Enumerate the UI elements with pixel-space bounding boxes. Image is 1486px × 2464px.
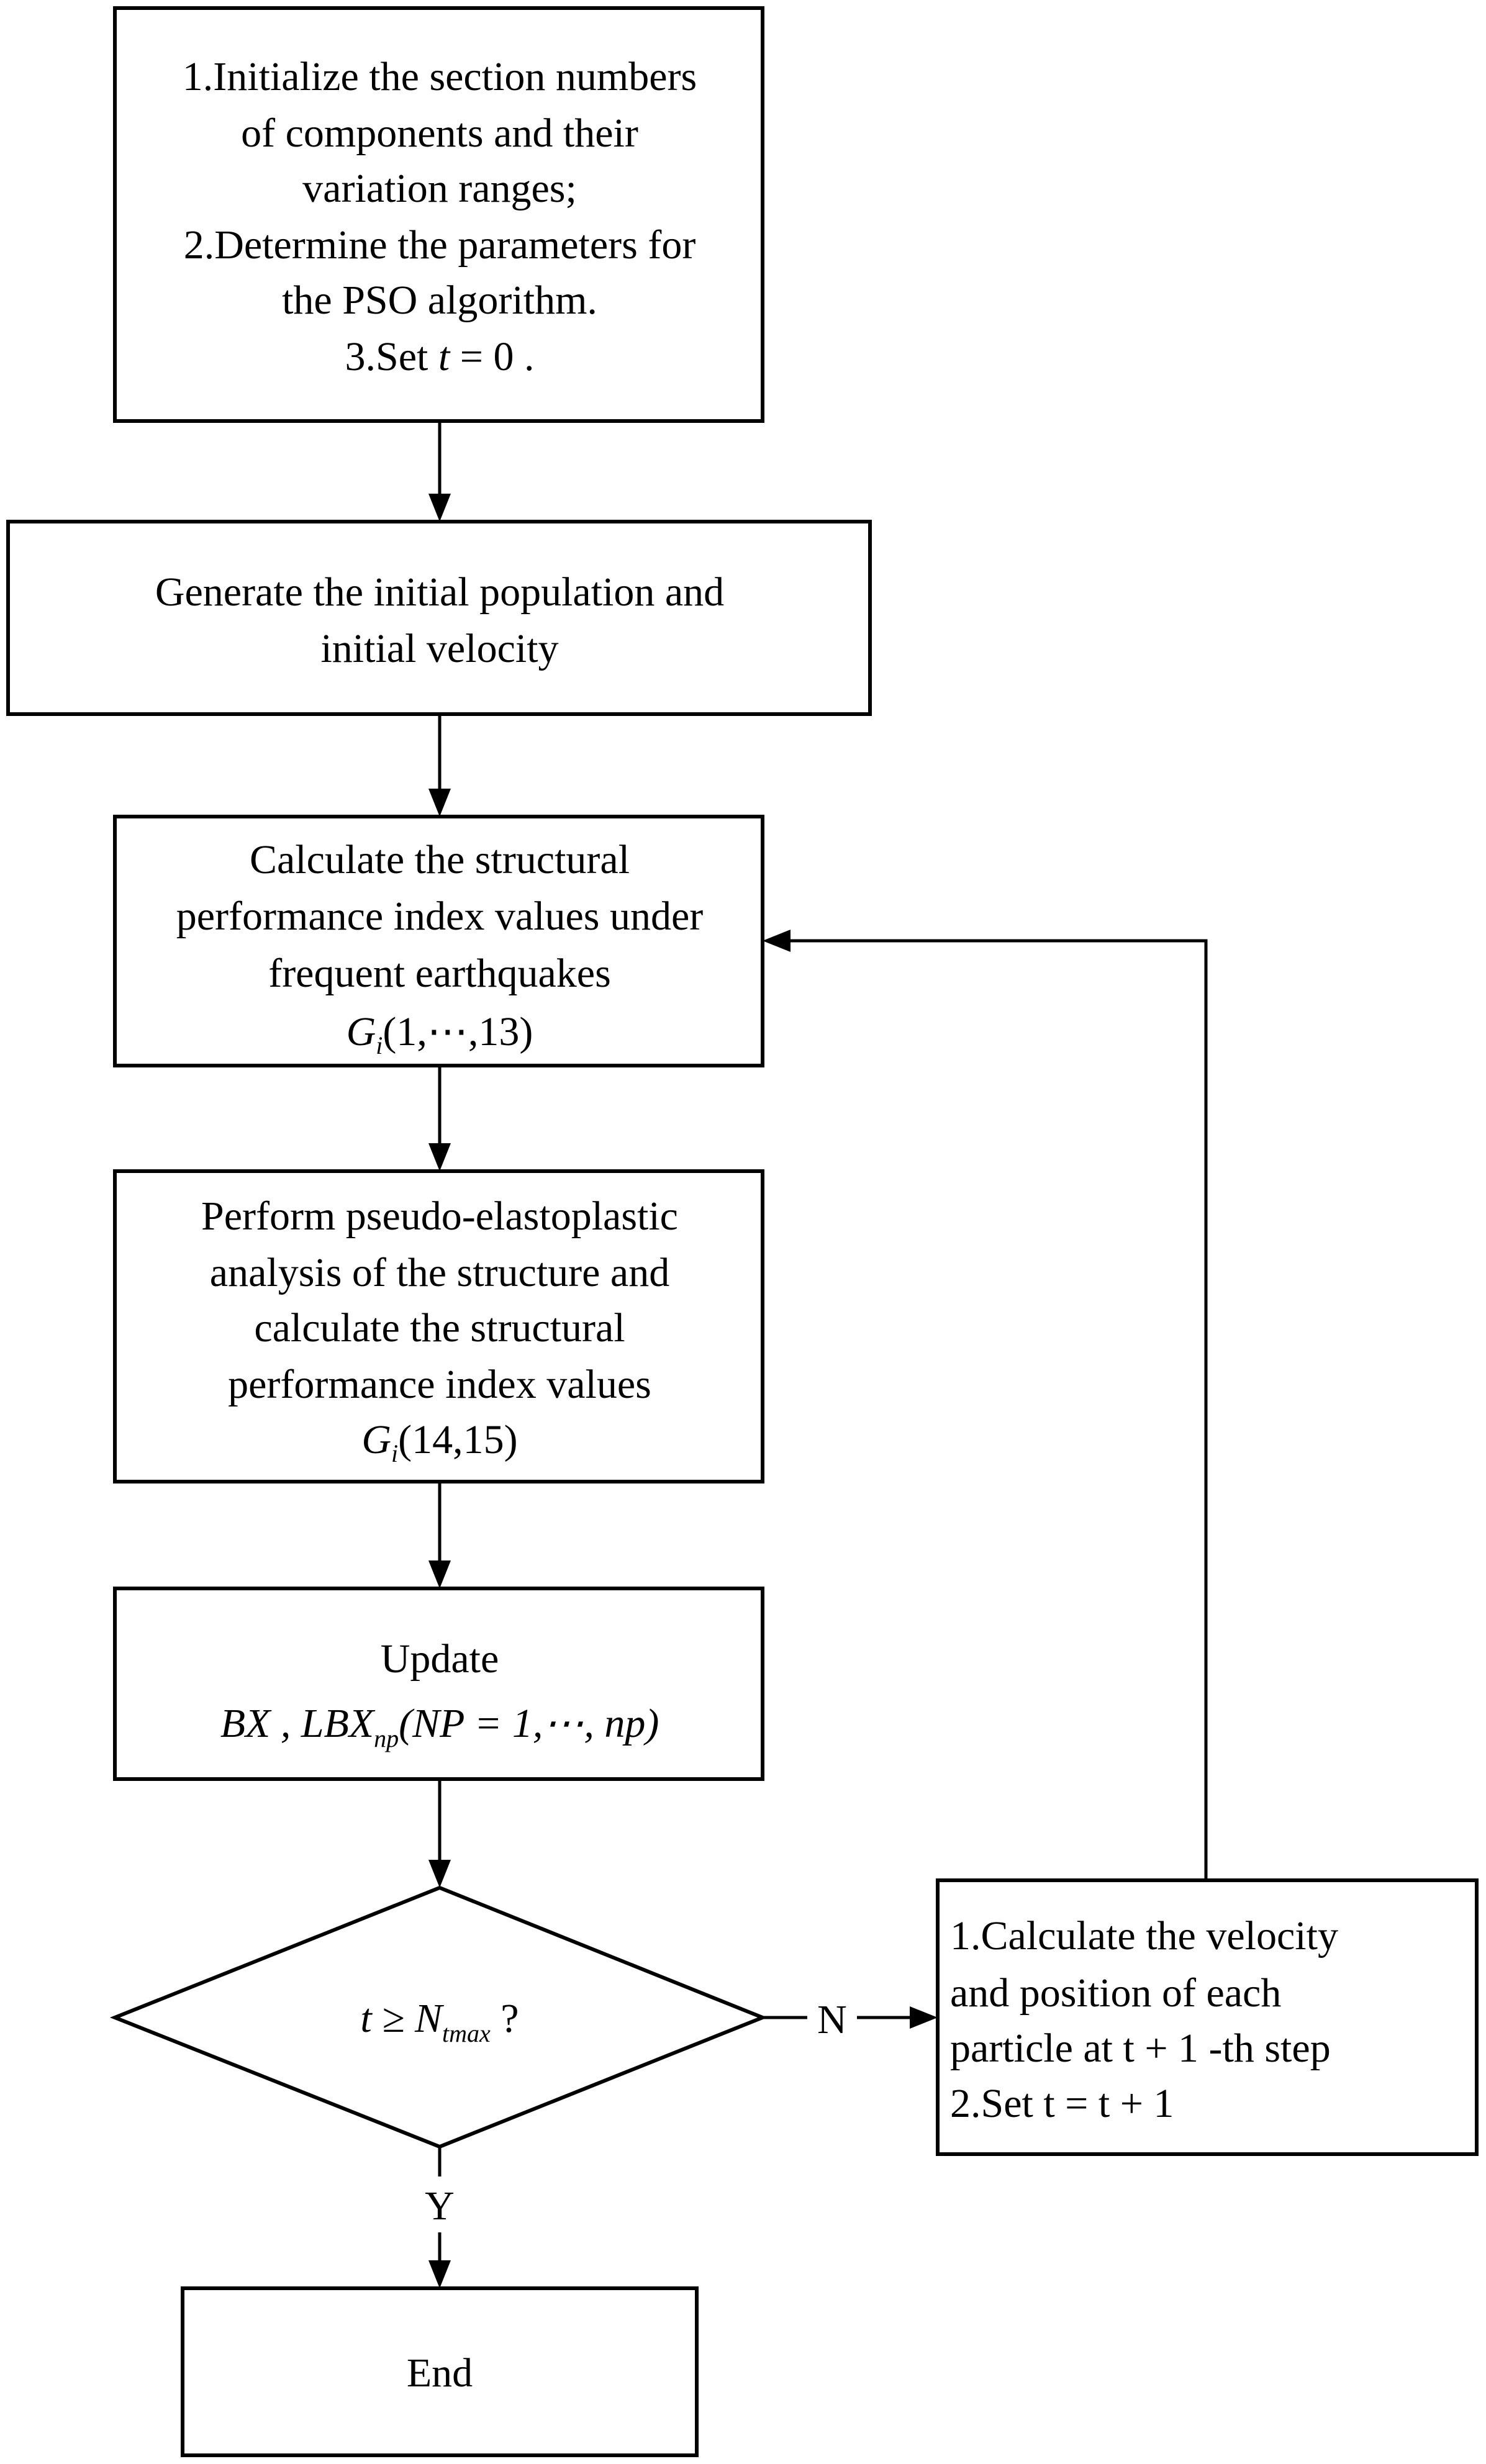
arrowhead <box>428 1860 451 1888</box>
init-line: of components and their <box>241 111 638 156</box>
end-label: End <box>407 2350 473 2396</box>
update-formula: BX , LBXnp(NP = 1,⋯, np) <box>220 1701 659 1752</box>
arrowhead <box>428 1560 451 1588</box>
pseudo-elastoplastic-box: Perform pseudo-elastoplastic analysis of… <box>113 1169 764 1483</box>
decision-condition: t ≥ Ntmax ? <box>360 1996 519 2047</box>
pseudo-line: Perform pseudo-elastoplastic <box>201 1194 678 1239</box>
init-box: 1.Initialize the section numbers of comp… <box>113 6 764 423</box>
frequent-line: performance index values under <box>176 894 703 939</box>
frequent-formula: Gi(1,⋯,13) <box>347 1009 533 1059</box>
init-set-line: 3.Set t = 0 . <box>345 334 535 379</box>
pseudo-line: analysis of the structure and <box>210 1250 669 1295</box>
frequent-line: frequent earthquakes <box>268 951 611 996</box>
velocity-line: 1.Calculate the velocity <box>950 1913 1338 1959</box>
connectors <box>428 421 1208 2288</box>
velocity-line: particle at t + 1 -th step <box>950 2026 1331 2071</box>
arrowhead <box>763 930 791 952</box>
pseudo-line: performance index values <box>228 1362 651 1407</box>
arrowhead <box>428 789 451 817</box>
generate-line: initial velocity <box>320 626 558 671</box>
pseudo-line: calculate the structural <box>254 1305 625 1351</box>
init-line: the PSO algorithm. <box>282 278 597 323</box>
arrowhead <box>428 494 451 522</box>
loop-back-line <box>787 939 1208 1880</box>
termination-decision: t ≥ Ntmax ? <box>109 1885 768 2149</box>
init-line: 2.Determine the parameters for <box>184 222 696 268</box>
velocity-update-box: 1.Calculate the velocity and position of… <box>936 1878 1479 2156</box>
arrowhead <box>910 2006 938 2029</box>
velocity-line: 2.Set t = t + 1 <box>950 2081 1174 2126</box>
frequent-earthquake-box: Calculate the structural performance ind… <box>113 815 764 1067</box>
generate-line: Generate the initial population and <box>155 569 724 615</box>
init-line: 1.Initialize the section numbers <box>183 54 697 99</box>
frequent-line: Calculate the structural <box>250 837 630 882</box>
generate-box: Generate the initial population and init… <box>6 520 872 716</box>
velocity-line: and position of each <box>950 1970 1281 2016</box>
arrowhead <box>428 2260 451 2288</box>
update-box: Update BX , LBXnp(NP = 1,⋯, np) <box>113 1587 764 1781</box>
end-box: End <box>181 2286 699 2457</box>
yes-label: Y <box>425 2183 455 2229</box>
update-title: Update <box>381 1636 499 1682</box>
no-label: N <box>817 1997 847 2042</box>
arrowhead <box>428 1143 451 1171</box>
pseudo-formula: Gi(14,15) <box>361 1417 517 1467</box>
init-line: variation ranges; <box>302 166 577 211</box>
